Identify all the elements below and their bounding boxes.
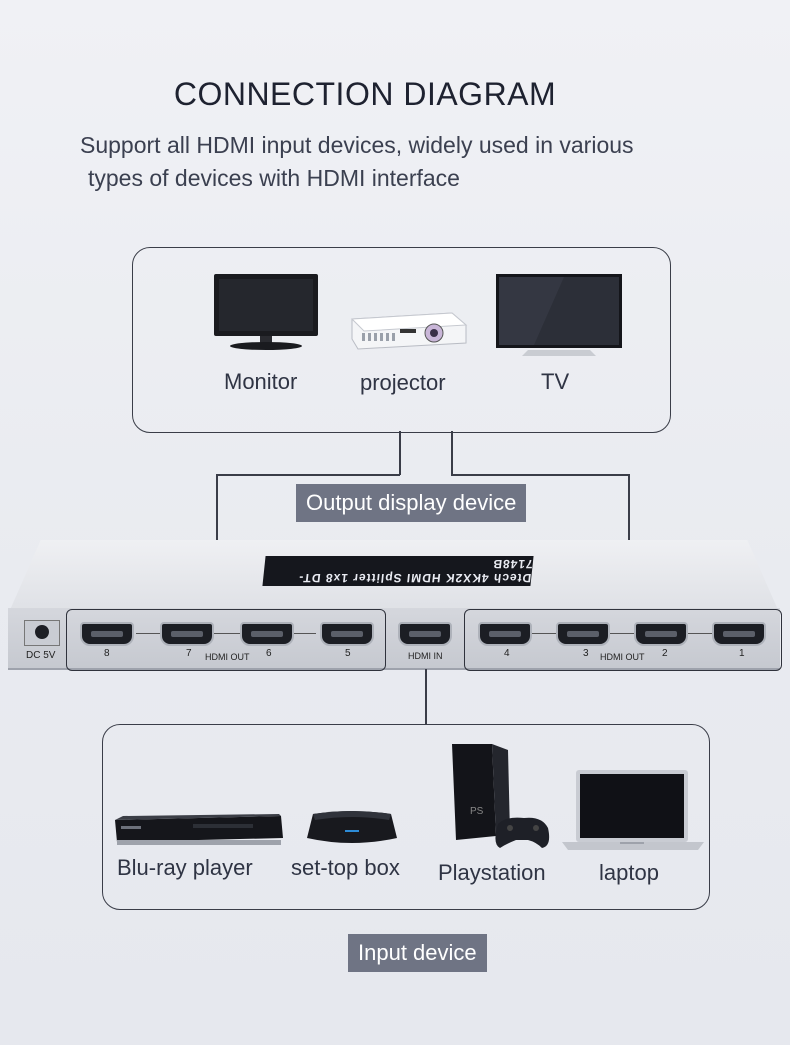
tv-label: TV [541, 369, 570, 394]
laptop-label: laptop [599, 860, 659, 885]
monitor-icon [214, 274, 318, 350]
hdmi-in-label: HDMI IN [408, 651, 443, 661]
hdmi-out-label-left: HDMI OUT [205, 652, 250, 662]
connector-line [451, 431, 453, 475]
set-top-box-icon [307, 811, 397, 843]
port-number: 4 [504, 648, 510, 659]
port-number: 6 [266, 648, 272, 659]
tv-icon [496, 274, 622, 356]
playstation-label: Playstation [438, 860, 546, 885]
connector-line [399, 431, 401, 475]
port-divider [136, 633, 316, 634]
port-number: 8 [104, 648, 110, 659]
projector-icon [350, 312, 468, 350]
monitor-label: Monitor [224, 369, 298, 394]
bluray-player-icon [115, 814, 283, 845]
hdmi-in-port [398, 622, 452, 646]
output-display-device-tag: Output display device [296, 484, 527, 522]
projector-label: projector [360, 370, 446, 395]
dc-label: DC 5V [26, 650, 56, 661]
port-number: 2 [662, 648, 668, 659]
port-number: 5 [345, 648, 351, 659]
svg-text:PS: PS [470, 806, 484, 817]
hdmi-out-port-4 [478, 622, 532, 646]
subtitle-line-2: types of devices with HDMI interface [88, 165, 460, 191]
hdmi-out-group-left [66, 609, 386, 671]
dc-power-jack [24, 620, 60, 646]
connector-line [451, 474, 629, 476]
port-divider [532, 633, 712, 634]
hdmi-out-port-2 [634, 622, 688, 646]
splitter-badge-text: Dtech 4KX2K HDMI Splitter 1x8 DT-7148B [297, 557, 534, 585]
port-number: 7 [186, 648, 192, 659]
subtitle-line-1: Support all HDMI input devices, widely u… [80, 132, 634, 158]
bluray-player-label: Blu-ray player [117, 855, 253, 880]
hdmi-out-port-8 [80, 622, 134, 646]
port-number: 3 [583, 648, 589, 659]
hdmi-out-port-6 [240, 622, 294, 646]
connector-line [425, 669, 427, 724]
set-top-box-label: set-top box [291, 855, 400, 880]
hdmi-out-port-7 [160, 622, 214, 646]
playstation-icon: PS [452, 744, 550, 848]
hdmi-out-port-1 [712, 622, 766, 646]
port-number: 1 [739, 648, 745, 659]
input-devices-box [102, 724, 710, 910]
laptop-icon [562, 770, 704, 850]
connector-line [216, 474, 400, 476]
page-title: CONNECTION DIAGRAM [173, 76, 557, 112]
hdmi-out-group-right [464, 609, 782, 671]
output-devices-box [132, 247, 671, 433]
hdmi-out-port-3 [556, 622, 610, 646]
hdmi-out-port-5 [320, 622, 374, 646]
hdmi-out-label-right: HDMI OUT [600, 652, 645, 662]
splitter-badge: Dtech 4KX2K HDMI Splitter 1x8 DT-7148B [262, 556, 534, 586]
input-device-tag: Input device [348, 934, 487, 972]
